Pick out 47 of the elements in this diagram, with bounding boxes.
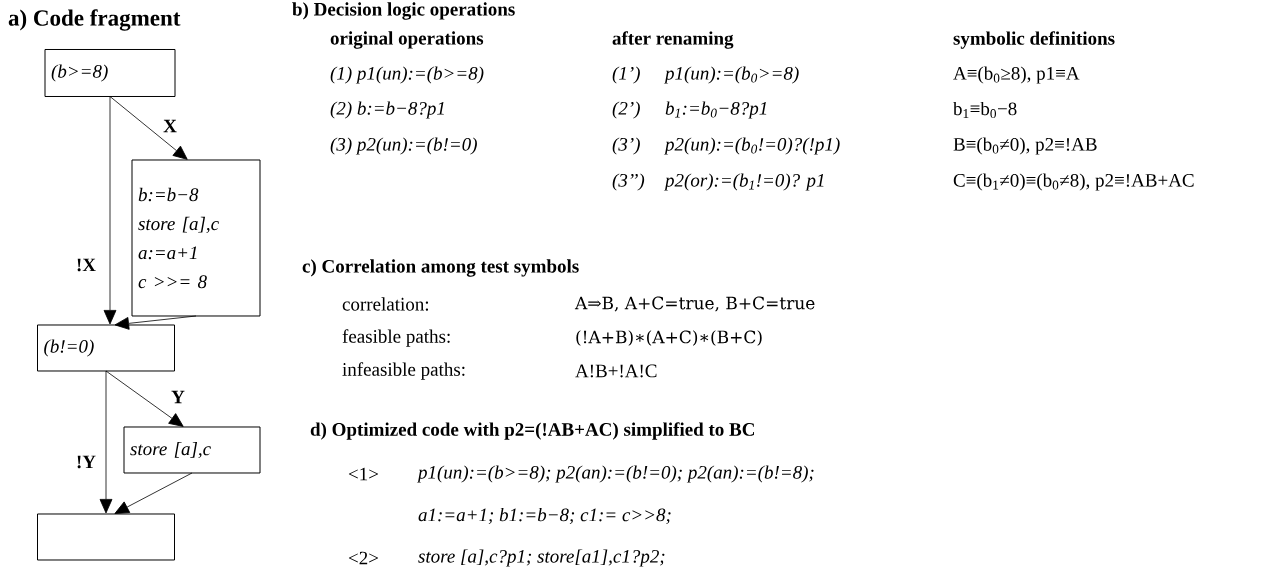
heading: c) Correlation among test symbols	[302, 259, 579, 277]
heading: original operations	[330, 31, 484, 49]
code-text: p1(un):=(b$_{0}$>=8)	[663, 66, 799, 84]
code-text: p2(or):=(b$_{1}$!=0)? p1	[663, 173, 824, 191]
text: infeasible paths:	[342, 362, 465, 380]
text: <2>	[348, 551, 379, 565]
arrow	[114, 315, 197, 330]
text: A≡(b$_{0}$≥8), p1≡A	[953, 66, 1080, 84]
code-text: (1’)	[612, 66, 640, 84]
code-text: b$_{1}$:=b$_{0}$−8?p1	[665, 101, 767, 119]
code-text: store [a],c?p1; store[a1],c1?p2;	[418, 549, 665, 567]
code-box: (b!=0)	[37, 324, 175, 372]
text: (!A+B)∗(A+C)∗(B+C)	[576, 330, 762, 346]
code-text: p2(un):=(b$_{0}$!=0)?(!p1)	[663, 137, 840, 155]
text: <1>	[348, 467, 379, 481]
code-text: (3’’)	[612, 173, 645, 191]
text: correlation:	[342, 297, 429, 311]
text: C≡(b$_{1}$≠0)≡(b$_{0}$≠8), p2≡!AB+AC	[953, 173, 1194, 191]
arrow	[99, 370, 113, 514]
text: B≡(b$_{0}$≠0), p2≡!AB	[953, 137, 1097, 155]
edge-label: Y	[170, 389, 186, 405]
heading: symbolic definitions	[953, 31, 1115, 49]
code-box: store [a],c	[123, 426, 261, 474]
edge-label: !Y	[75, 454, 98, 470]
text: b$_{1}$≡b$_{0}$−8	[953, 101, 1017, 119]
text: feasible paths:	[342, 329, 450, 347]
heading: d) Optimized code with p2=(!AB+AC) simplified to BC	[310, 422, 754, 440]
heading: b) Decision logic operations	[292, 2, 515, 20]
code-text: (3’)	[612, 137, 640, 155]
code-box: b:=b−8 store [a],c a:=a+1 c >>= 8	[131, 159, 261, 317]
arrow	[103, 96, 117, 325]
edge-label: !X	[75, 257, 98, 273]
arrow	[114, 472, 193, 514]
code-text: a1:=a+1; b1:=b−8; c1:= c>>8;	[418, 507, 671, 525]
edge-label: X	[162, 118, 178, 134]
arrow	[109, 96, 188, 160]
text: A!B+!A!C	[575, 364, 657, 378]
text: A⇒B, A+C=true, B+C=true	[574, 296, 815, 312]
code-text: (3) p2(un):=(b!=0)	[330, 137, 477, 155]
code-text: p1(un):=(b>=8); p2(an):=(b!=0); p2(an):=(b!=8);	[416, 465, 814, 483]
arrow	[105, 370, 184, 427]
code-text: (2’)	[612, 101, 640, 119]
code-box: (b>=8)	[44, 49, 176, 97]
code-text: (2) b:=b−8?p1	[330, 101, 444, 119]
empty-box	[37, 513, 175, 561]
heading: after renaming	[612, 31, 734, 49]
code-text: (1) p1(un):=(b>=8)	[330, 66, 484, 84]
